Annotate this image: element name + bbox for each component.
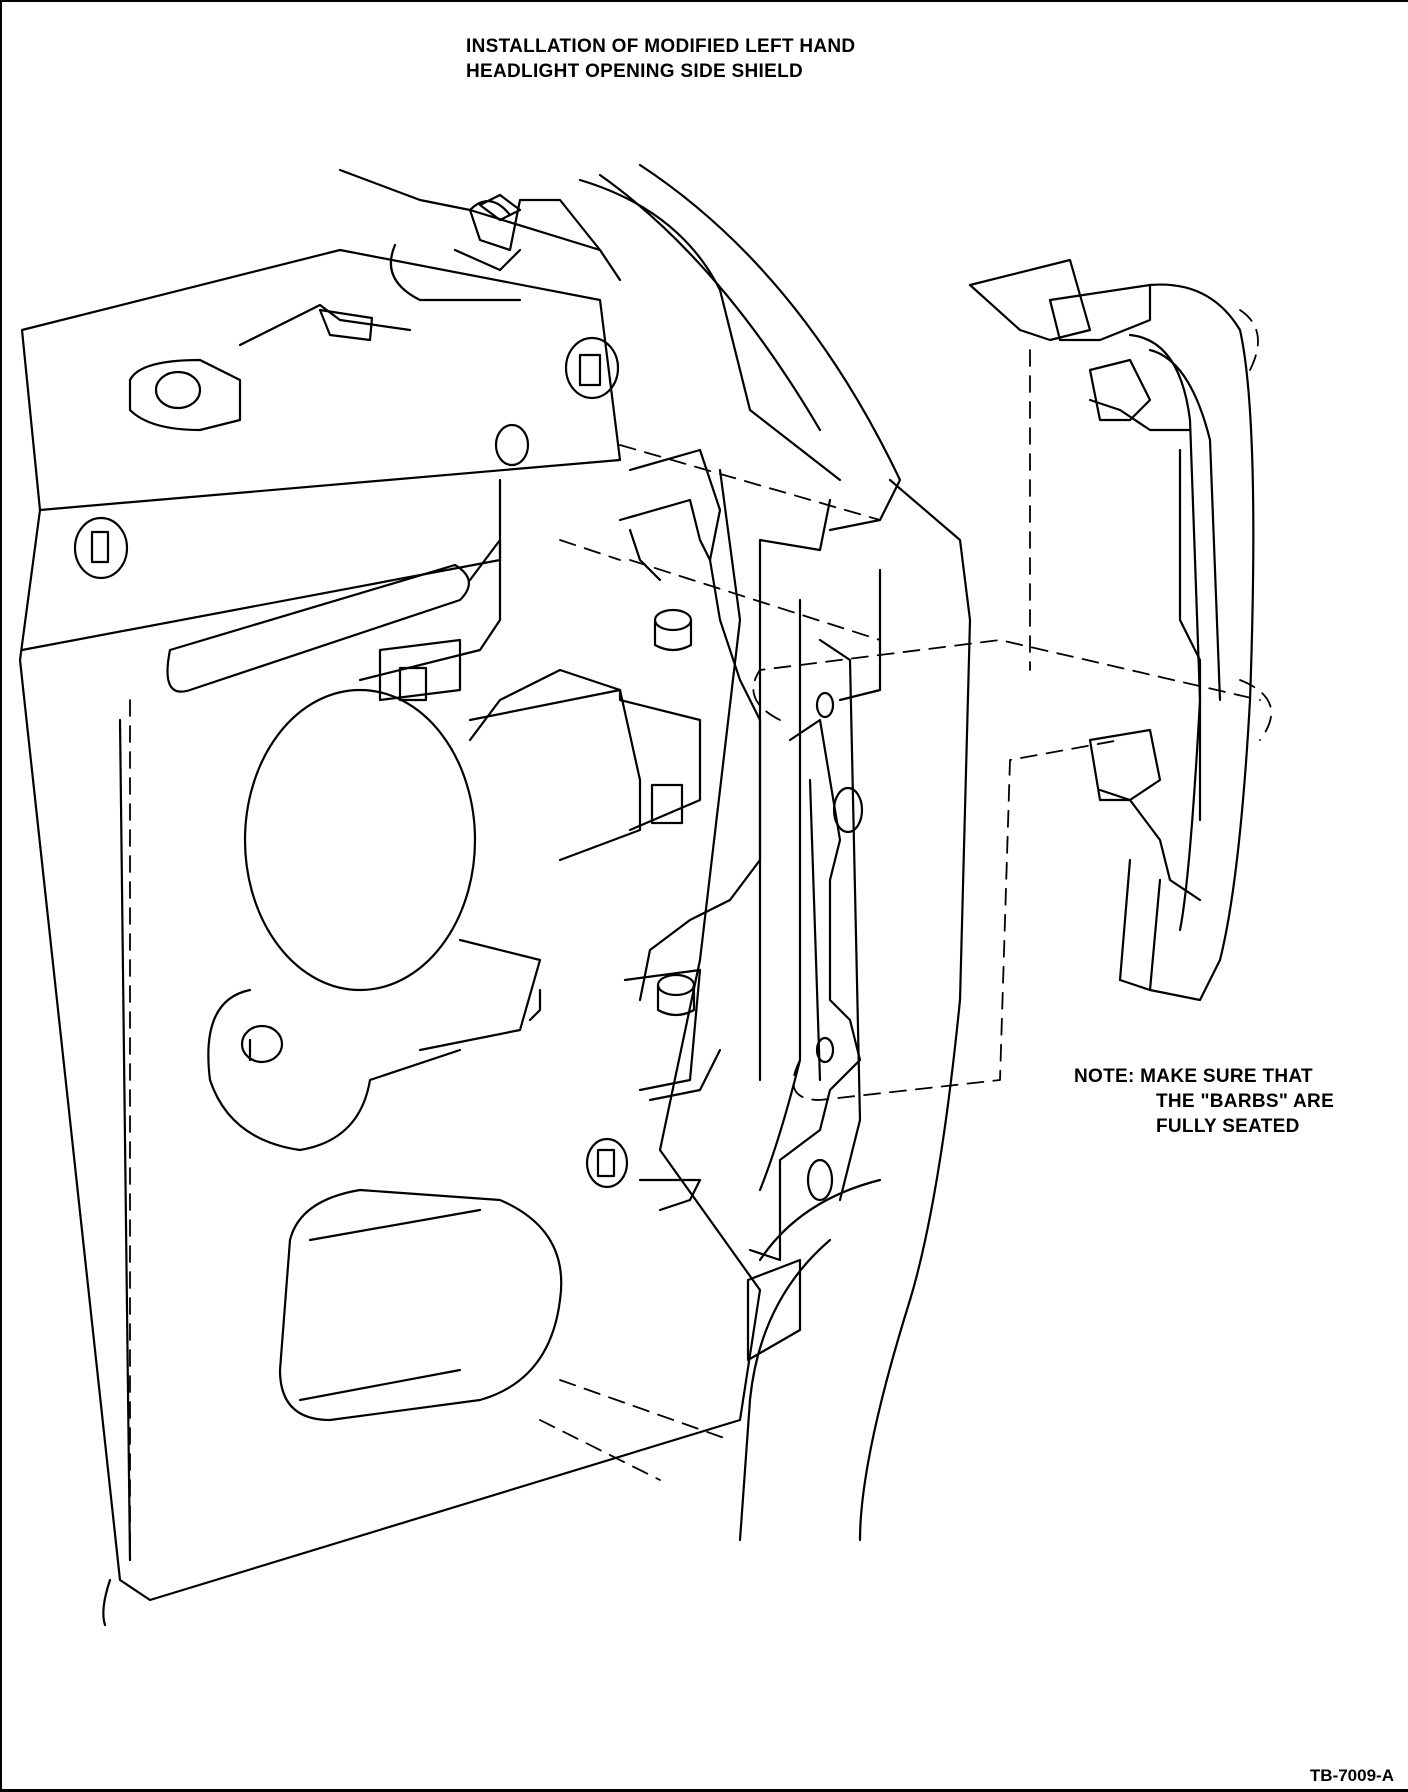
frame-left-border <box>0 0 2 1792</box>
frame-bottom-border <box>0 1789 1408 1792</box>
lower-oval-opening <box>278 1188 563 1422</box>
new-side-shield <box>968 258 1255 1002</box>
installation-note: NOTE: MAKE SURE THAT THE "BARBS" ARE FUL… <box>1074 1064 1394 1139</box>
assembly-leader-lines <box>129 309 1273 1561</box>
headlight-bulb-bowl <box>207 538 702 1152</box>
note-line-3: FULLY SEATED <box>1156 1116 1300 1137</box>
title-line-2: HEADLIGHT OPENING SIDE SHIELD <box>466 61 804 82</box>
headlight-housing-panel <box>18 168 762 1627</box>
note-line-1: NOTE: MAKE SURE THAT <box>1074 1066 1313 1087</box>
fender-curve <box>578 163 972 1542</box>
mounting-flange <box>585 448 762 1212</box>
diagram-title: INSTALLATION OF MODIFIED LEFT HAND HEADL… <box>466 34 1026 84</box>
title-line-1: INSTALLATION OF MODIFIED LEFT HAND <box>466 36 856 57</box>
installed-shield-strip <box>746 691 864 1362</box>
figure-number: TB-7009-A <box>1309 1766 1394 1785</box>
note-line-2: THE "BARBS" ARE <box>1156 1091 1335 1112</box>
frame-top-border <box>0 0 1408 2</box>
